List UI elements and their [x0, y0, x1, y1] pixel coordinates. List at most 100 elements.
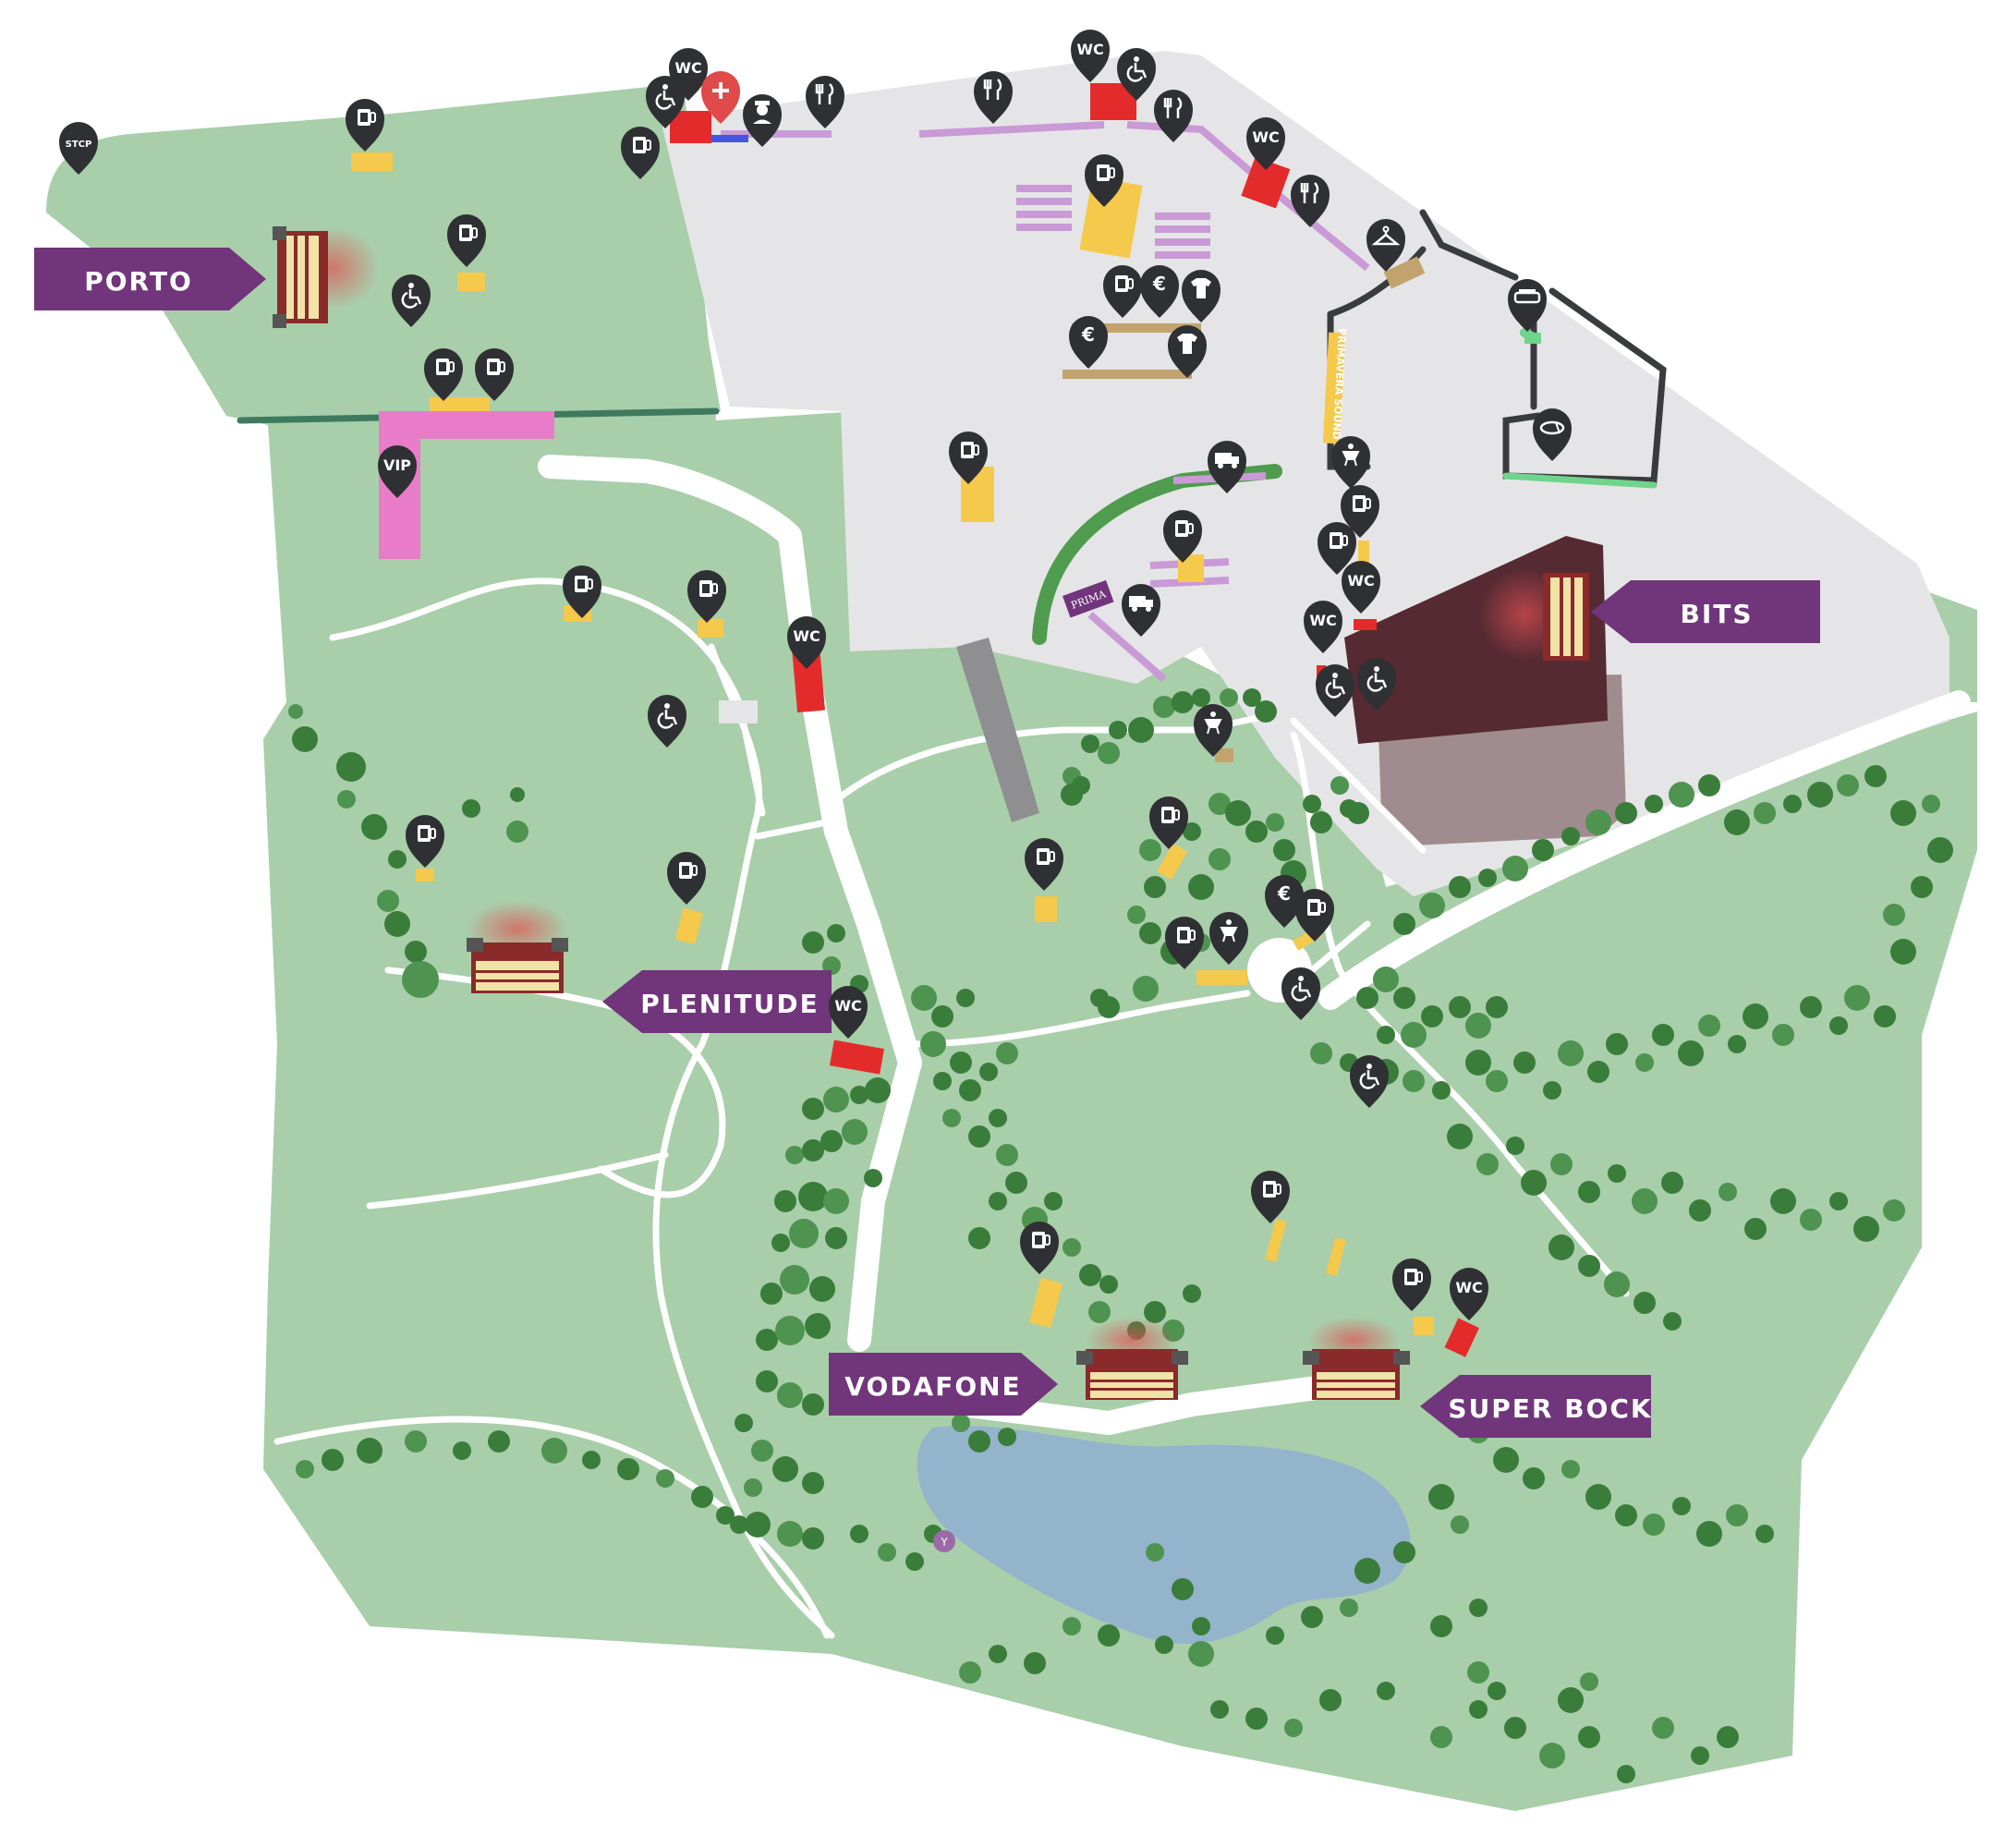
tree: [1188, 874, 1214, 900]
tree: [920, 1031, 946, 1057]
wc-icon[interactable]: WC: [669, 48, 708, 101]
beer-icon[interactable]: [1020, 1222, 1059, 1274]
tree: [1652, 1717, 1674, 1739]
tree: [823, 1188, 849, 1214]
beer-icon[interactable]: [447, 214, 486, 267]
beer-icon[interactable]: [475, 348, 514, 401]
merch-icon[interactable]: [1182, 270, 1221, 322]
svg-text:€: €: [1081, 323, 1095, 346]
baby-change-icon[interactable]: [1194, 704, 1233, 757]
beer-icon[interactable]: [1103, 265, 1142, 318]
accessibility-icon[interactable]: [1357, 658, 1396, 711]
tree: [1128, 717, 1154, 743]
baby-change-icon[interactable]: [1209, 912, 1248, 965]
svg-text:WC: WC: [674, 59, 701, 77]
vip-icon[interactable]: VIP: [378, 445, 417, 498]
accessibility-icon[interactable]: [646, 76, 685, 128]
tree: [1523, 1467, 1545, 1489]
accessibility-icon[interactable]: [648, 695, 686, 748]
tree: [1172, 1578, 1194, 1600]
tree: [296, 1460, 314, 1478]
accessibility-icon[interactable]: [1117, 48, 1156, 101]
food-truck-icon[interactable]: [1208, 441, 1246, 493]
beer-icon[interactable]: [1318, 522, 1356, 575]
beer-icon[interactable]: [1025, 838, 1063, 891]
stage-label-super-bock[interactable]: SUPER BOCK: [1420, 1375, 1653, 1438]
tree: [1340, 1599, 1358, 1617]
beer-icon[interactable]: [1149, 796, 1188, 849]
tree: [1225, 800, 1251, 826]
bus-stop-icon[interactable]: STCP: [59, 122, 98, 175]
beer-icon[interactable]: [1163, 510, 1202, 563]
stage-label-plenitude[interactable]: PLENITUDE: [602, 970, 832, 1033]
accessibility-icon[interactable]: [1350, 1055, 1389, 1108]
wc-icon[interactable]: WC: [1071, 30, 1110, 82]
tree: [730, 1515, 748, 1534]
beer-icon[interactable]: [424, 348, 463, 401]
super-bock-stage: [1303, 1317, 1410, 1400]
beer-icon[interactable]: [1295, 889, 1334, 942]
tree: [1615, 1504, 1637, 1526]
tree: [777, 1382, 803, 1408]
beer-icon[interactable]: [1341, 485, 1379, 538]
beer-icon[interactable]: [346, 99, 384, 152]
beer-icon[interactable]: [667, 852, 706, 905]
tree: [942, 1109, 961, 1127]
merch-icon[interactable]: [1168, 325, 1207, 378]
beer-icon[interactable]: [1392, 1258, 1431, 1311]
tree: [1521, 1170, 1547, 1196]
beer-icon[interactable]: [1165, 917, 1204, 969]
atm-icon[interactable]: €: [1140, 265, 1179, 318]
stage-label-bits[interactable]: BITS: [1591, 580, 1820, 643]
food-icon[interactable]: [1154, 90, 1193, 142]
tree: [1476, 1153, 1499, 1175]
wc-icon[interactable]: WC: [787, 616, 826, 669]
wc-icon[interactable]: WC: [829, 986, 868, 1039]
accessibility-icon[interactable]: [1316, 664, 1354, 717]
tree: [979, 1063, 998, 1081]
food-icon[interactable]: [1291, 175, 1330, 227]
beer-icon[interactable]: [949, 432, 988, 484]
beer-icon[interactable]: [563, 565, 601, 618]
food-truck-icon[interactable]: [1122, 584, 1160, 637]
tree: [1451, 1515, 1469, 1534]
beer-icon[interactable]: [621, 127, 660, 179]
tree: [1669, 782, 1694, 808]
tree: [1330, 776, 1349, 795]
beer-icon[interactable]: [1085, 154, 1123, 207]
food-icon[interactable]: [806, 76, 844, 128]
atm-icon[interactable]: €: [1265, 875, 1304, 928]
wc-icon[interactable]: WC: [1450, 1268, 1488, 1320]
stage-label-porto[interactable]: PORTO: [34, 248, 266, 310]
tree: [771, 1234, 790, 1252]
cloakroom-icon[interactable]: [1366, 219, 1405, 272]
atm-icon[interactable]: €: [1069, 316, 1108, 369]
locker-icon[interactable]: [1508, 279, 1547, 332]
security-icon[interactable]: [743, 94, 782, 147]
food-icon[interactable]: [974, 71, 1013, 124]
wc-icon[interactable]: WC: [1304, 601, 1342, 653]
tree: [820, 1130, 843, 1152]
tree: [1874, 1005, 1896, 1027]
tree: [1245, 821, 1268, 843]
tree: [1319, 1689, 1342, 1711]
stage-label-vodafone[interactable]: VODAFONE: [829, 1353, 1058, 1416]
wc-icon[interactable]: WC: [1342, 561, 1380, 614]
beer-icon[interactable]: [687, 570, 726, 623]
wc-icon[interactable]: WC: [1246, 117, 1285, 170]
beer-icon[interactable]: [406, 815, 444, 868]
beer-icon[interactable]: [1251, 1171, 1290, 1223]
tree: [1183, 822, 1201, 841]
tree: [1807, 782, 1833, 808]
tree: [1754, 802, 1776, 824]
accessibility-icon[interactable]: [1281, 967, 1320, 1020]
tree: [1356, 987, 1378, 1009]
tree: [1192, 688, 1210, 707]
tree: [1744, 1218, 1767, 1240]
accessibility-icon[interactable]: [392, 274, 431, 327]
water-icon[interactable]: [1533, 408, 1572, 461]
first-aid-icon[interactable]: [701, 71, 740, 124]
baby-change-icon[interactable]: [1331, 436, 1370, 489]
main-plaza: [661, 51, 1949, 896]
